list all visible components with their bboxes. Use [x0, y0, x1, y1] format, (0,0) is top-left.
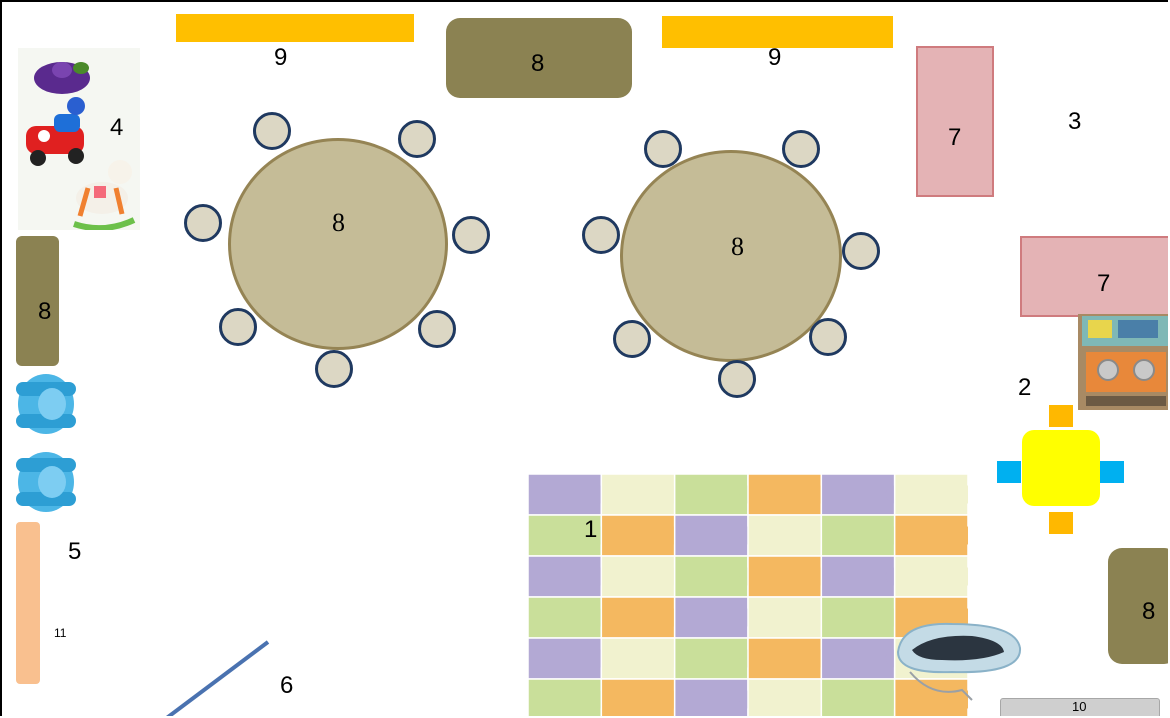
puzzle-tile: [528, 596, 603, 639]
rocking-horse-icon: [73, 160, 136, 232]
play-kitchen-icon: [1078, 314, 1168, 410]
chair: [315, 350, 353, 388]
puzzle-tile: [600, 474, 676, 516]
puzzle-tile: [600, 596, 676, 639]
toy-car-icon: [26, 97, 85, 166]
small-seat-bottom: [1049, 512, 1073, 534]
table-top: [446, 18, 632, 98]
bench-bar-left: [176, 14, 414, 42]
puzzle-tile: [747, 555, 823, 598]
armchairs: [16, 374, 76, 512]
chair: [718, 360, 756, 398]
puzzle-tile: [673, 596, 749, 639]
small-table: [1022, 430, 1100, 506]
puzzle-knob: [959, 485, 968, 504]
label-round-table-right: 8: [731, 232, 744, 261]
chair: [782, 130, 820, 168]
round-table-left: [228, 138, 448, 350]
puzzle-tile: [820, 514, 896, 557]
toy-rocker-icon: [34, 62, 90, 94]
chair: [398, 120, 436, 158]
bench-bar-right: [662, 16, 893, 48]
puzzle-tile: [673, 678, 749, 716]
label-table-left: 8: [38, 298, 52, 325]
chair: [253, 112, 291, 150]
chair: [842, 232, 880, 270]
chair: [219, 308, 257, 346]
puzzle-tile: [747, 514, 823, 557]
chair: [582, 216, 620, 254]
peach-bar: [16, 522, 40, 684]
puzzle-knob: [959, 608, 968, 627]
puzzle-tile: [528, 555, 603, 598]
table-left: [16, 236, 59, 366]
small-seat-right: [1100, 461, 1124, 483]
label-mat: 1: [584, 516, 598, 543]
chair: [184, 204, 222, 242]
small-seat-top: [1049, 405, 1073, 427]
puzzle-tile: [747, 474, 823, 516]
diagonal-line: [166, 640, 270, 716]
label-line: 6: [280, 672, 294, 699]
puzzle-tile: [747, 596, 823, 639]
label-pink-right: 7: [1097, 270, 1111, 297]
label-round-table-left: 8: [332, 208, 345, 237]
puzzle-tile: [528, 637, 603, 680]
puzzle-tile: [600, 555, 676, 598]
table-right-bottom: [1108, 548, 1168, 664]
armchair-icon: [16, 452, 76, 512]
puzzle-tile: [673, 555, 749, 598]
puzzle-tile: [747, 637, 823, 680]
puzzle-tile: [893, 555, 968, 598]
label-kitchen-area: 2: [1018, 374, 1032, 401]
chair: [452, 216, 490, 254]
puzzle-tile: [747, 678, 823, 716]
label-table-top: 8: [531, 50, 545, 77]
toys-area: [18, 48, 140, 232]
chair: [644, 130, 682, 168]
puzzle-tile: [820, 474, 896, 516]
puzzle-tile: [820, 637, 896, 680]
puzzle-mat: [528, 474, 968, 716]
label-peach-bar: 11: [54, 626, 67, 640]
armchair-icon: [16, 374, 76, 434]
puzzle-tile: [673, 474, 749, 516]
pink-cabinet-right: [1020, 236, 1168, 317]
puzzle-tile: [600, 678, 676, 716]
chair: [418, 310, 456, 348]
puzzle-tile: [528, 474, 603, 516]
label-toys: 4: [110, 114, 124, 141]
toys-illustration: [26, 62, 136, 232]
puzzle-tile: [893, 514, 968, 557]
puzzle-tile: [528, 678, 603, 716]
label-corner: 3: [1068, 108, 1082, 135]
puzzle-tile: [893, 474, 968, 516]
chair: [613, 320, 651, 358]
puzzle-knob: [959, 567, 968, 586]
puzzle-knob: [959, 526, 968, 545]
label-pink-top: 7: [948, 124, 962, 151]
label-table-right-bottom: 8: [1142, 598, 1156, 625]
baby-bather-icon: [896, 622, 1022, 701]
label-armchairs: 5: [68, 538, 82, 565]
puzzle-tile: [820, 678, 896, 716]
puzzle-tile: [600, 514, 676, 557]
pink-cabinet-top: [916, 46, 994, 197]
label-grey-bar: 10: [1072, 699, 1087, 714]
chair: [809, 318, 847, 356]
grey-bar: [1000, 698, 1160, 716]
round-table-right: [620, 150, 842, 362]
puzzle-tile: [820, 596, 896, 639]
small-seat-left: [997, 461, 1021, 483]
puzzle-tile: [820, 555, 896, 598]
puzzle-tile: [600, 637, 676, 680]
puzzle-tile: [673, 637, 749, 680]
label-bar-left: 9: [274, 44, 288, 71]
label-bar-right: 9: [768, 44, 782, 71]
puzzle-tile: [673, 514, 749, 557]
